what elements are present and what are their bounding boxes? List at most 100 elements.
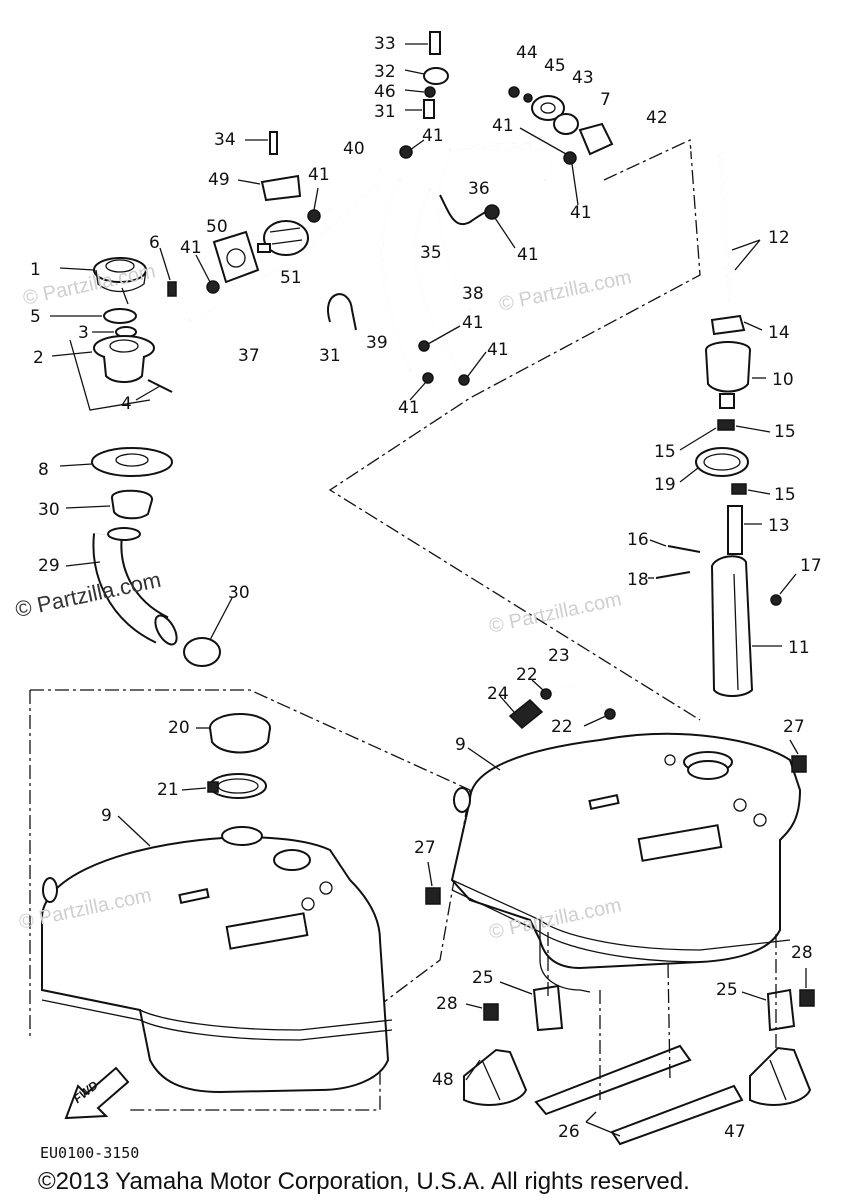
callout-30: 30 bbox=[38, 500, 60, 520]
callout-19: 19 bbox=[654, 475, 676, 495]
bolt-28-left bbox=[465, 1003, 499, 1021]
callout-20: 20 bbox=[168, 718, 190, 738]
callout-1: 1 bbox=[30, 260, 41, 280]
screw-6 bbox=[159, 247, 177, 297]
tube-13 bbox=[727, 505, 762, 555]
pad-48 bbox=[463, 1048, 528, 1106]
screw-4 bbox=[135, 379, 173, 401]
callout-41: 41 bbox=[487, 340, 509, 360]
callout-41: 41 bbox=[308, 165, 330, 185]
lower-left-frame bbox=[30, 689, 471, 1111]
callout-51: 51 bbox=[280, 268, 302, 288]
callout-40: 40 bbox=[343, 139, 365, 159]
callout-6: 6 bbox=[149, 233, 160, 253]
ring-3 bbox=[92, 326, 137, 338]
hose-36 bbox=[439, 194, 491, 225]
callout-26: 26 bbox=[558, 1122, 580, 1142]
callout-43: 43 bbox=[572, 68, 594, 88]
clip-22-b bbox=[583, 708, 616, 727]
callout-9: 9 bbox=[101, 806, 112, 826]
upper-frame bbox=[328, 139, 701, 721]
clip-41-b bbox=[307, 187, 321, 223]
callout-8: 8 bbox=[38, 460, 49, 480]
tank-9-right bbox=[450, 732, 802, 993]
clamp-30-bottom bbox=[183, 597, 233, 667]
callout-15: 15 bbox=[654, 442, 676, 462]
hose-29 bbox=[65, 527, 178, 646]
part-32-clamp bbox=[404, 67, 449, 85]
callout-12: 12 bbox=[768, 228, 790, 248]
strips-26 bbox=[534, 1044, 744, 1146]
clamp-19 bbox=[679, 447, 749, 483]
callout-18: 18 bbox=[627, 570, 649, 590]
callout-27: 27 bbox=[783, 717, 805, 737]
valve-24 bbox=[499, 695, 544, 730]
part-46 bbox=[404, 86, 436, 98]
callout-25: 25 bbox=[716, 980, 738, 1000]
callout-36: 36 bbox=[468, 179, 490, 199]
callout-22: 22 bbox=[516, 665, 538, 685]
callout-2: 2 bbox=[33, 348, 44, 368]
screw-18 bbox=[648, 571, 691, 579]
separator-10 bbox=[705, 341, 766, 409]
callout-16: 16 bbox=[627, 530, 649, 550]
callout-22: 22 bbox=[551, 717, 573, 737]
callout-7: 7 bbox=[600, 90, 611, 110]
bolt-27-right bbox=[789, 739, 807, 773]
clip-14 bbox=[710, 314, 763, 336]
callout-15: 15 bbox=[774, 422, 796, 442]
callout-47: 47 bbox=[724, 1122, 746, 1142]
cap-20 bbox=[196, 713, 271, 754]
clip-41-a bbox=[195, 254, 220, 294]
filler-group-bracket bbox=[69, 339, 151, 411]
callout-41: 41 bbox=[422, 126, 444, 146]
callout-29: 29 bbox=[38, 556, 60, 576]
clip-41-g bbox=[409, 372, 434, 401]
nut-17 bbox=[770, 573, 797, 606]
callout-31: 31 bbox=[319, 346, 341, 366]
part-50-bracket bbox=[212, 230, 260, 284]
callout-15: 15 bbox=[774, 485, 796, 505]
part-44-45-43 bbox=[508, 86, 614, 156]
callout-39: 39 bbox=[366, 333, 388, 353]
clip-41-c bbox=[399, 139, 425, 159]
hose-37-inner bbox=[189, 143, 531, 322]
callout-9: 9 bbox=[455, 735, 466, 755]
callout-23: 23 bbox=[548, 646, 570, 666]
callout-31: 31 bbox=[374, 102, 396, 122]
callout-41: 41 bbox=[570, 203, 592, 223]
callout-5: 5 bbox=[30, 307, 41, 327]
callout-37: 37 bbox=[238, 346, 260, 366]
callout-17: 17 bbox=[800, 556, 822, 576]
callout-50: 50 bbox=[206, 217, 228, 237]
callout-3: 3 bbox=[78, 323, 89, 343]
callout-48: 48 bbox=[432, 1070, 454, 1090]
callout-41: 41 bbox=[492, 116, 514, 136]
callout-46: 46 bbox=[374, 82, 396, 102]
clip-41-f bbox=[458, 351, 487, 386]
callout-41: 41 bbox=[462, 313, 484, 333]
bolt-28-right bbox=[799, 968, 815, 1007]
callout-30: 30 bbox=[228, 583, 250, 603]
part-51-filter bbox=[257, 220, 309, 256]
callout-41: 41 bbox=[398, 398, 420, 418]
callout-11: 11 bbox=[788, 638, 810, 658]
copyright-notice: ©2013 Yamaha Motor Corporation, U.S.A. A… bbox=[38, 1168, 690, 1195]
callout-14: 14 bbox=[768, 323, 790, 343]
hose-upper-right bbox=[479, 146, 553, 181]
callout-35: 35 bbox=[420, 243, 442, 263]
callout-27: 27 bbox=[414, 838, 436, 858]
bracket-25-left bbox=[499, 981, 564, 1032]
clip-41-h bbox=[519, 127, 579, 206]
part-31 bbox=[405, 99, 435, 119]
callout-45: 45 bbox=[544, 56, 566, 76]
callout-21: 21 bbox=[157, 780, 179, 800]
bolt-16 bbox=[649, 539, 701, 553]
callout-28: 28 bbox=[791, 943, 813, 963]
callout-13: 13 bbox=[768, 516, 790, 536]
callout-34: 34 bbox=[214, 130, 236, 150]
part-33 bbox=[405, 31, 441, 55]
callout-25: 25 bbox=[472, 968, 494, 988]
plate-8 bbox=[59, 447, 173, 477]
